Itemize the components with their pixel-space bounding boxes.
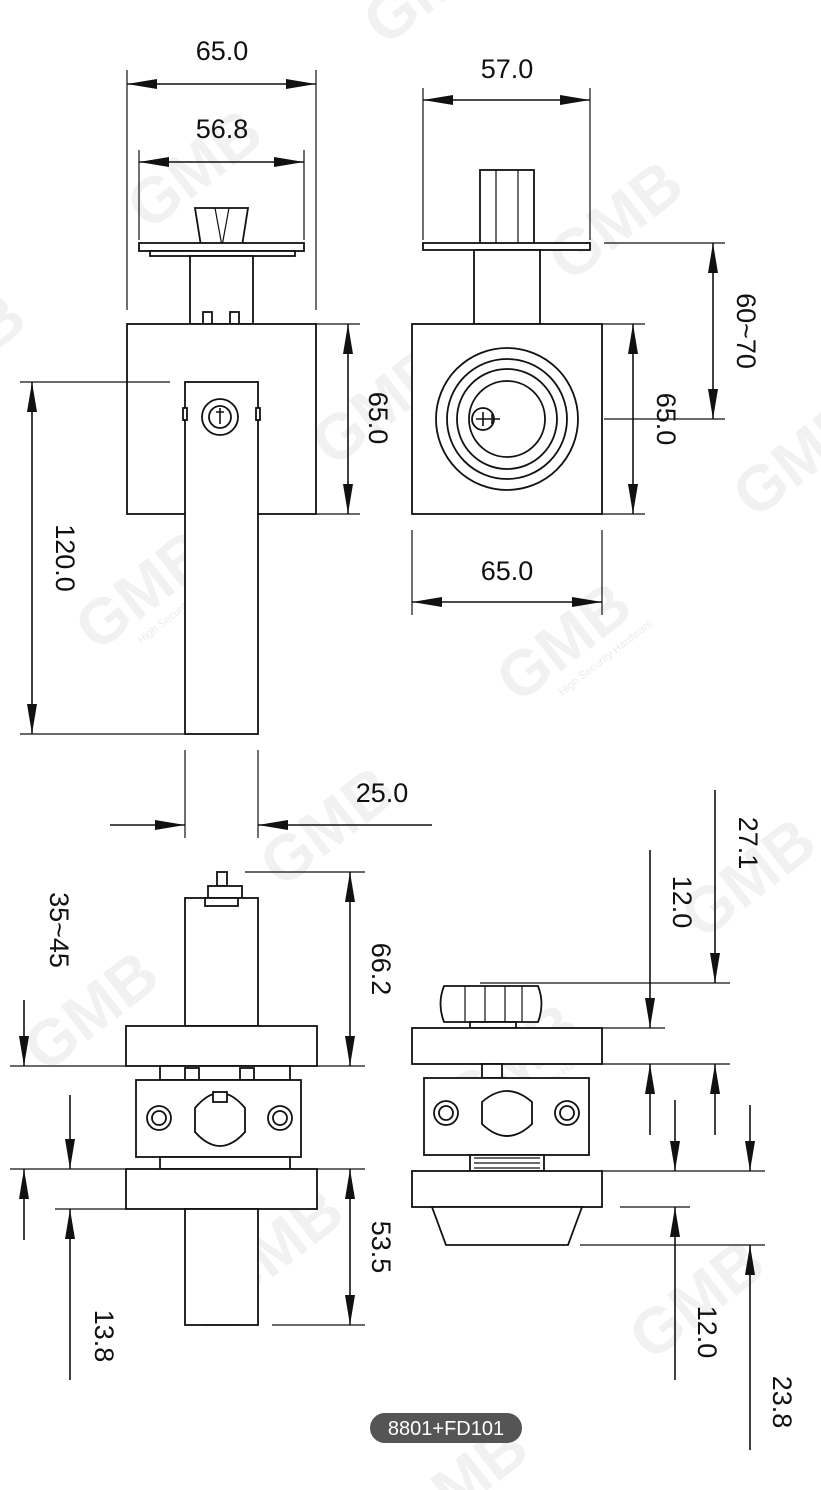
cylinder-housing — [184, 897, 259, 1027]
watermark-text: GMB — [534, 146, 696, 295]
side-view: 57.0 60~70 65.0 65.0 — [411, 54, 761, 615]
dim-right-top-gap: 12.0 — [667, 876, 697, 929]
inner-plate — [125, 1168, 318, 1210]
dim-side-total-width: 57.0 — [481, 54, 534, 84]
dim-bottom-offset: 13.8 — [89, 1310, 119, 1363]
model-label: 8801+FD101 — [370, 1413, 522, 1443]
dim-cylinder-height: 66.2 — [366, 943, 396, 996]
cam — [481, 1090, 533, 1137]
shaft — [473, 249, 541, 325]
section-view-right: 27.1 12.0 12.0 23.8 — [411, 790, 797, 1450]
cam — [194, 1092, 246, 1147]
dim-lever-width: 25.0 — [356, 778, 409, 808]
inner-cap — [430, 1206, 584, 1246]
dim-right-top-total: 27.1 — [733, 817, 763, 870]
dim-right-bottom-gap: 12.0 — [692, 1306, 722, 1359]
watermark-text: GMB — [350, 0, 512, 58]
front-view: 65.0 56.8 65.0 120.0 — [20, 36, 432, 838]
shaft — [189, 255, 254, 325]
watermark-text: GMB — [0, 279, 39, 428]
outer-plate — [125, 1025, 318, 1067]
model-number: 8801+FD101 — [388, 1418, 504, 1440]
dim-bottom-cylinder: 53.5 — [366, 1221, 396, 1274]
mounting-plate — [138, 242, 305, 252]
dim-front-plate-width: 56.8 — [196, 114, 249, 144]
inner-plate — [411, 1170, 603, 1208]
dim-front-total-width: 65.0 — [196, 36, 249, 66]
thumb-turn-knob — [439, 985, 543, 1023]
dim-lever-length: 120.0 — [50, 524, 80, 592]
lever-handle — [184, 381, 259, 735]
dim-side-body-height: 65.0 — [651, 393, 681, 446]
mounting-plate — [422, 242, 591, 251]
dim-right-bottom-total: 23.8 — [767, 1376, 797, 1429]
dim-front-body-height: 65.0 — [363, 392, 393, 445]
spindle — [479, 169, 535, 247]
section-view-left: 66.2 53.5 35~45 13.8 — [10, 871, 396, 1380]
watermark-text: GMB — [246, 752, 408, 901]
dim-side-body-width: 65.0 — [481, 556, 534, 586]
dim-door-thickness: 35~45 — [44, 892, 74, 968]
inner-cylinder — [184, 1208, 259, 1326]
watermark-text: GMB — [719, 383, 821, 532]
outer-plate — [411, 1027, 603, 1065]
watermark-text: GMB — [113, 94, 275, 243]
dim-side-projection: 60~70 — [731, 293, 761, 369]
